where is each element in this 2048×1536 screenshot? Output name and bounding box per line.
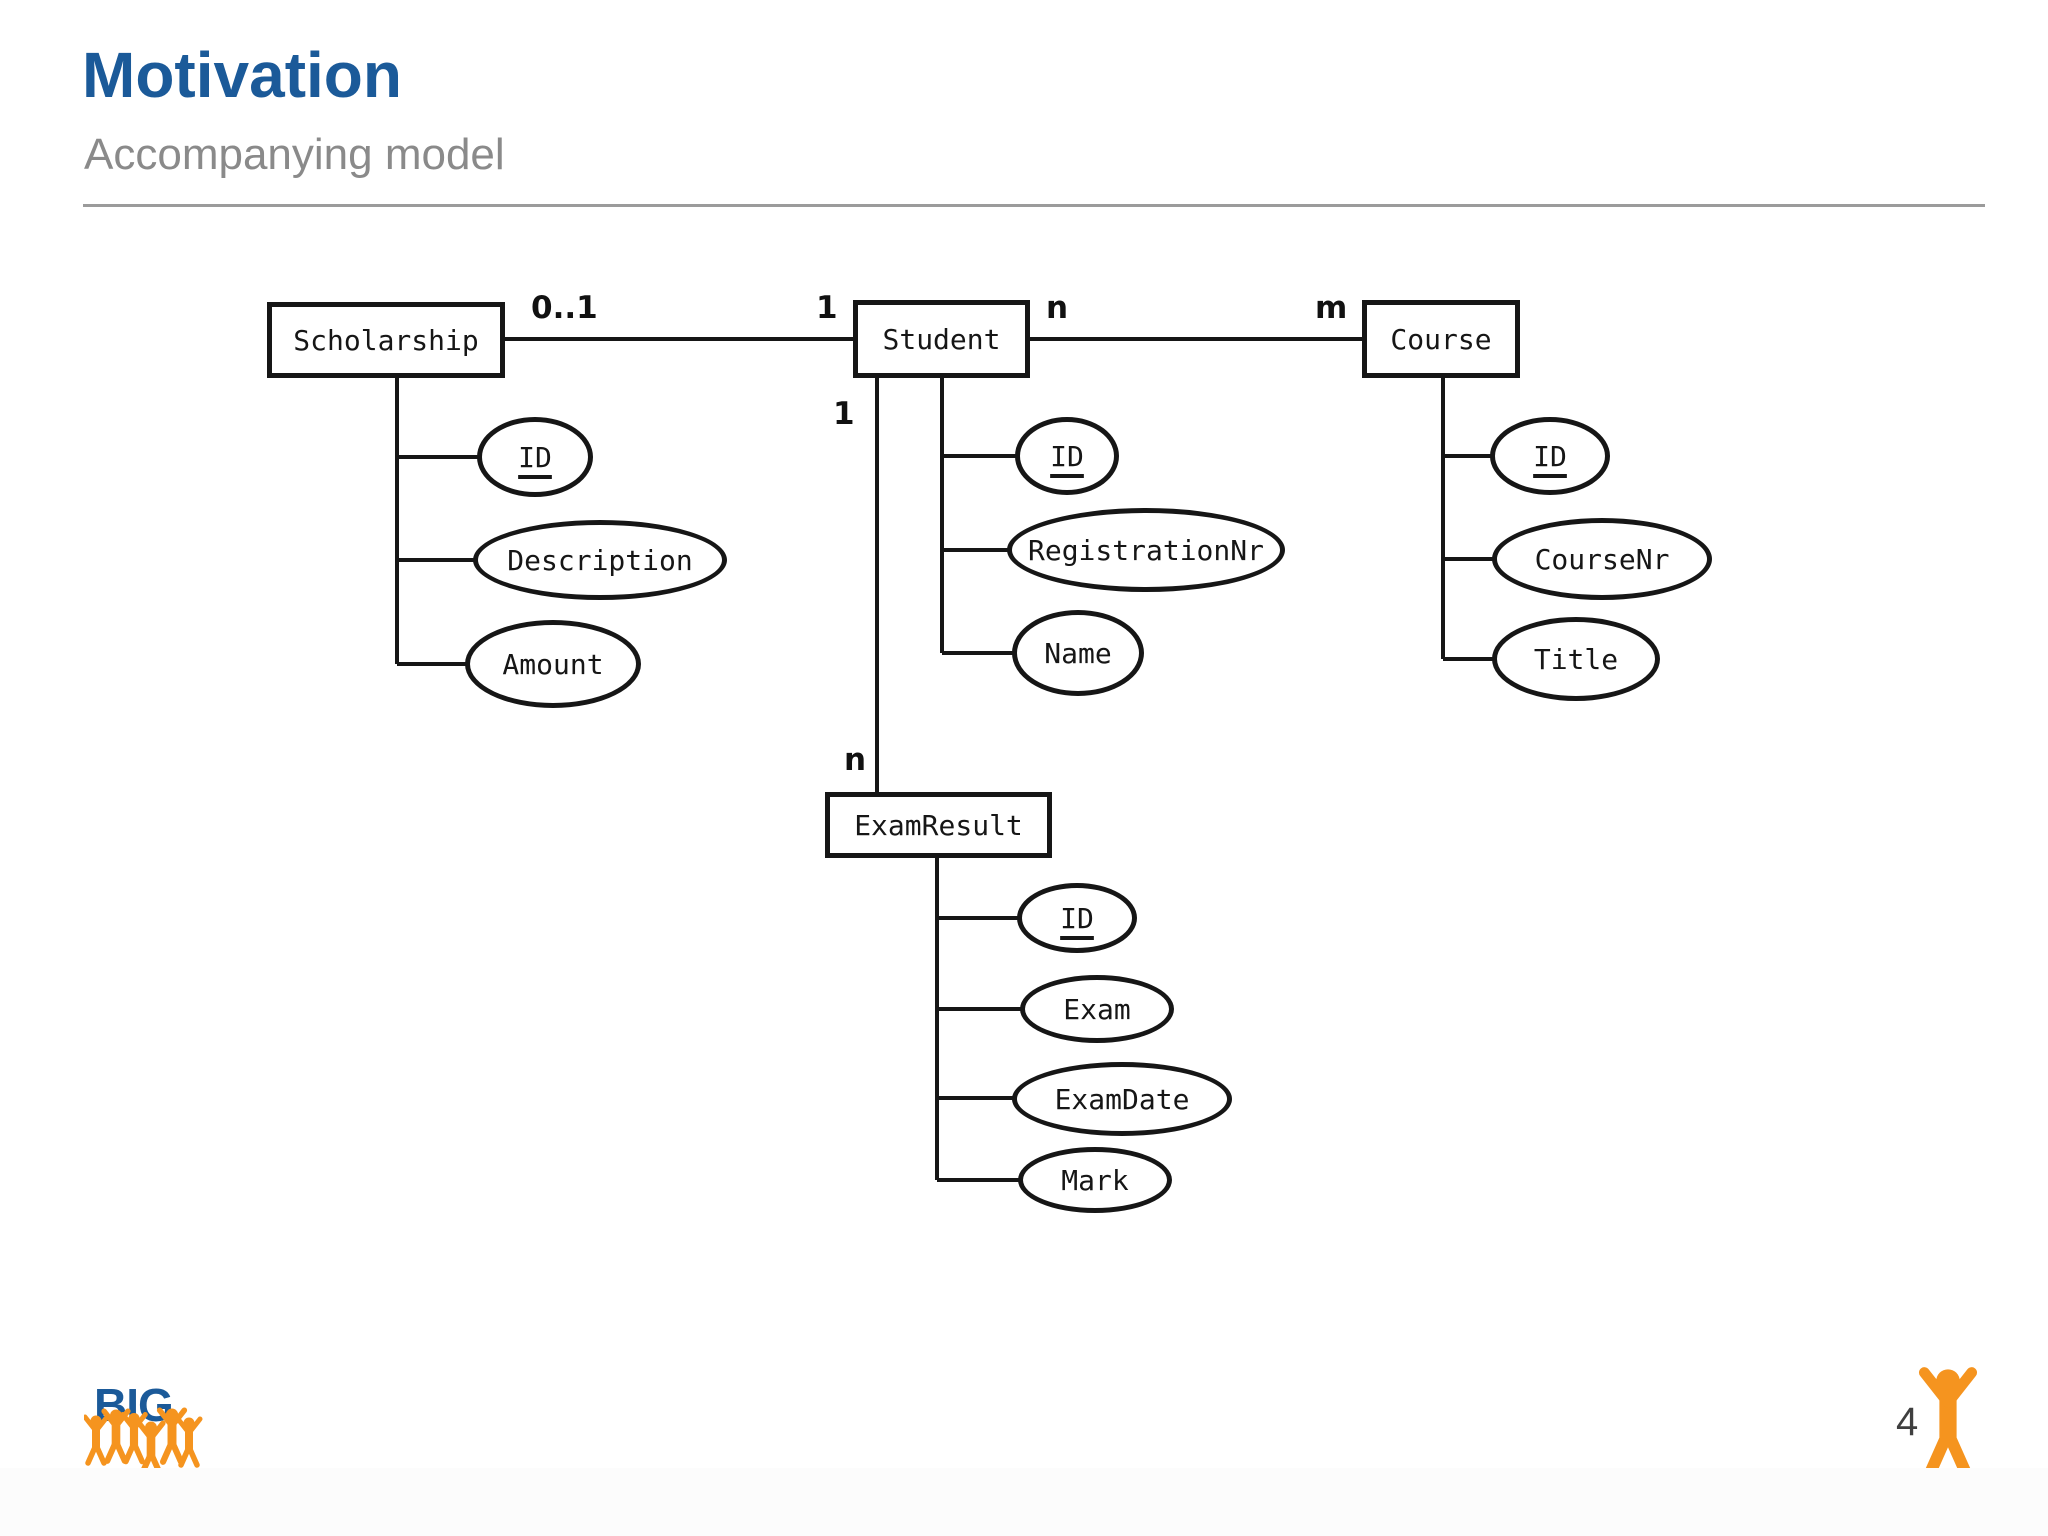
attribute-label: Amount xyxy=(502,647,604,681)
attribute-scholarship-description: Description xyxy=(473,520,727,600)
attribute-student-registrationnr: RegistrationNr xyxy=(1007,508,1285,592)
attribute-label: ID xyxy=(1533,439,1567,473)
attribute-label: Title xyxy=(1533,642,1619,676)
attribute-course-title: Title xyxy=(1492,617,1660,701)
cardinality-scholarship-side: 0..1 xyxy=(531,290,598,326)
attribute-label: ID xyxy=(518,440,552,474)
cardinality-examresult-top: n xyxy=(844,742,867,778)
attribute-student-id: ID xyxy=(1015,417,1119,495)
entity-label: Scholarship xyxy=(293,323,479,357)
attribute-label: ID xyxy=(1050,439,1084,473)
entity-label: Student xyxy=(882,322,1001,356)
attribute-scholarship-amount: Amount xyxy=(465,620,641,708)
entity-label: ExamResult xyxy=(854,808,1023,842)
attribute-label: RegistrationNr xyxy=(1027,533,1264,567)
page-title: Motivation xyxy=(82,39,402,111)
entity-examresult: ExamResult xyxy=(825,792,1052,858)
entity-course: Course xyxy=(1362,300,1520,378)
attribute-scholarship-id: ID xyxy=(477,417,593,497)
header-divider xyxy=(83,204,1985,207)
attribute-examresult-examdate: ExamDate xyxy=(1012,1062,1232,1136)
attribute-examresult-id: ID xyxy=(1017,883,1137,953)
page-number: 4 xyxy=(1896,1400,1919,1444)
attribute-label: Exam xyxy=(1063,992,1131,1026)
cardinality-student-left: 1 xyxy=(816,290,838,326)
page-subtitle: Accompanying model xyxy=(84,130,505,179)
attribute-label: Description xyxy=(507,543,693,577)
cardinality-student-right: n xyxy=(1046,290,1069,326)
attribute-label: ExamDate xyxy=(1054,1082,1190,1116)
bottom-strip xyxy=(0,1468,2048,1536)
attribute-label: Name xyxy=(1044,636,1112,670)
person-arms-raised-icon xyxy=(1912,1362,1984,1482)
big-logo: BIG xyxy=(84,1378,204,1478)
attribute-examresult-mark: Mark xyxy=(1018,1147,1172,1213)
attribute-label: CourseNr xyxy=(1534,542,1670,576)
entity-label: Course xyxy=(1390,322,1492,356)
entity-student: Student xyxy=(853,300,1030,378)
attribute-label: ID xyxy=(1060,901,1094,935)
cardinality-course-side: m xyxy=(1315,290,1348,326)
entity-scholarship: Scholarship xyxy=(267,302,505,378)
attribute-student-name: Name xyxy=(1012,610,1144,696)
cardinality-student-bottom: 1 xyxy=(833,396,855,432)
attribute-course-coursenr: CourseNr xyxy=(1492,518,1712,600)
attribute-examresult-exam: Exam xyxy=(1020,975,1174,1043)
attribute-label: Mark xyxy=(1061,1163,1129,1197)
attribute-course-id: ID xyxy=(1490,417,1610,495)
